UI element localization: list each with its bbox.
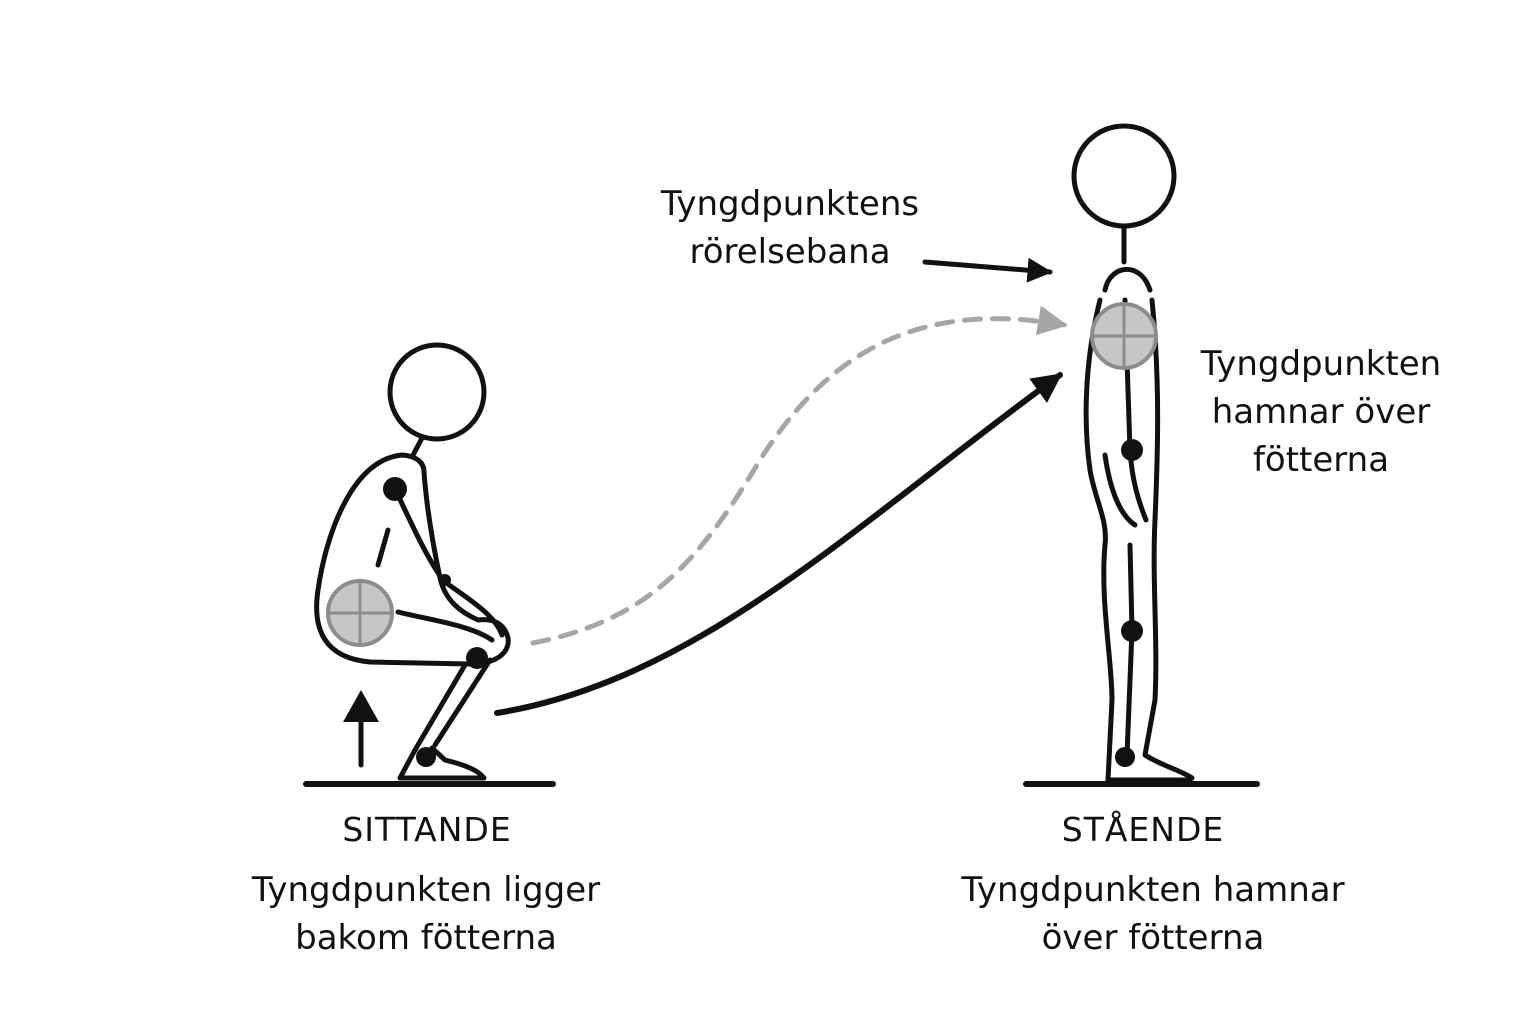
standing-description: Tyngdpunkten hamnar över fötterna xyxy=(961,870,1345,958)
standing-ankle-joint xyxy=(1115,747,1135,767)
dashed-cog-path-arrow xyxy=(530,305,1068,646)
seated-knee-joint xyxy=(466,647,488,669)
seated-shoulder-joint xyxy=(383,477,407,501)
seated-ankle-joint xyxy=(416,747,436,767)
center-of-gravity-note: Tyngdpunkten hamnar över fötterna xyxy=(1200,344,1442,480)
seated-title: SITTANDE xyxy=(342,810,512,849)
seated-shin-back xyxy=(412,662,468,753)
seated-figure xyxy=(314,342,511,781)
seated-forearm xyxy=(395,609,495,643)
path-note: Tyngdpunktens rörelsebana xyxy=(660,184,920,272)
seated-arm xyxy=(375,527,391,568)
seated-neck xyxy=(410,435,425,458)
standing-leg xyxy=(1124,542,1135,758)
solid-movement-arrow xyxy=(494,372,1063,716)
standing-head xyxy=(1071,123,1177,229)
standing-title: STÅENDE xyxy=(1061,810,1225,849)
standing-hip-joint xyxy=(1121,439,1143,461)
standing-front xyxy=(1142,297,1195,781)
seated-head xyxy=(387,342,487,442)
seated-thigh xyxy=(442,579,505,638)
standing-figure xyxy=(1071,123,1195,783)
standing-back xyxy=(1083,297,1115,783)
crosshair-circle-icon xyxy=(326,579,394,647)
seated-description: Tyngdpunkten ligger bakom fötterna xyxy=(251,870,601,958)
standing-shoulder xyxy=(1102,266,1153,293)
standing-knee-joint xyxy=(1121,620,1143,642)
seated-foot xyxy=(397,745,487,781)
seated-shin-front xyxy=(432,657,493,748)
seated-torso-outline xyxy=(314,452,511,667)
seated-spine xyxy=(392,486,446,583)
crosshair-circle-icon xyxy=(1090,302,1158,370)
seated-hip-joint xyxy=(439,574,451,586)
note-pointer-arrow xyxy=(922,257,1053,283)
up-arrow-icon xyxy=(343,690,379,768)
standing-forearm xyxy=(1102,452,1138,528)
